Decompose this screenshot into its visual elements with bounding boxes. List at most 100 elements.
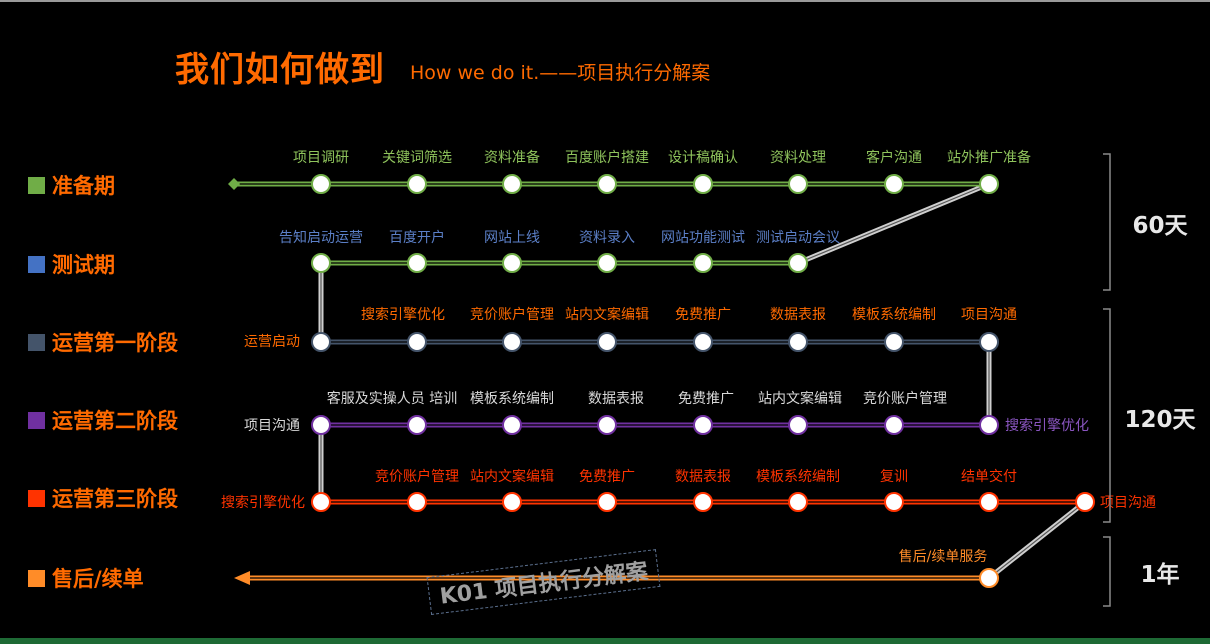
step-label: 模板系统编制: [470, 391, 554, 407]
ops3-swatch-icon: [28, 489, 45, 507]
phase-label: 运营第一阶段: [52, 331, 178, 355]
duration-label: 60天: [1132, 213, 1188, 239]
step-label: 模板系统编制: [852, 307, 936, 323]
step-label: 网站上线: [484, 230, 540, 246]
step-node: [407, 332, 427, 352]
step-node: [979, 568, 999, 588]
step-node: [979, 415, 999, 435]
step-node: [597, 253, 617, 273]
bracket-120d: [1103, 308, 1111, 523]
step-label: 站内文案编辑: [470, 468, 554, 485]
step-node: [693, 332, 713, 352]
step-node: [979, 492, 999, 512]
ops1-swatch-icon: [28, 333, 45, 351]
prep-swatch-icon: [28, 176, 45, 194]
step-node: [788, 492, 808, 512]
step-label: 免费推广: [678, 391, 734, 407]
step-node: [788, 174, 808, 194]
step-node: [884, 174, 904, 194]
step-node: [407, 492, 427, 512]
phase-legend-aftersales: 售后/续单: [28, 566, 144, 591]
step-node: [693, 253, 713, 273]
step-label: 项目沟通: [961, 307, 1017, 323]
step-node: [597, 492, 617, 512]
step-label: 站外推广准备: [947, 149, 1031, 166]
phase-label: 运营第二阶段: [52, 409, 178, 433]
connector-prep-test-inner: [797, 183, 990, 264]
step-node: [788, 332, 808, 352]
step-label: 结单交付: [961, 468, 1017, 485]
arrow-left-icon: [234, 571, 250, 585]
phase-label: 测试期: [52, 253, 115, 277]
step-label: 数据表报: [588, 391, 644, 407]
step-node: [693, 415, 713, 435]
step-label: 项目调研: [293, 150, 349, 166]
step-node: [788, 415, 808, 435]
phase-legend-test: 测试期: [28, 252, 115, 277]
step-label: 复训: [880, 468, 908, 485]
bracket-60d: [1103, 153, 1111, 291]
step-node: [502, 492, 522, 512]
step-node: [693, 492, 713, 512]
step-node: [693, 174, 713, 194]
step-label: 竞价账户管理: [470, 306, 554, 323]
step-node: [979, 332, 999, 352]
step-node: [884, 415, 904, 435]
step-node: [311, 492, 331, 512]
phase-legend-ops2: 运营第二阶段: [28, 408, 178, 433]
step-node: [979, 174, 999, 194]
step-node: [1075, 492, 1095, 512]
step-label: 站内文案编辑: [565, 306, 649, 323]
step-label: 售后/续单服务: [899, 548, 988, 565]
step-label: 免费推广: [675, 307, 731, 323]
page-title: 我们如何做到: [175, 50, 385, 90]
step-label: 资料准备: [484, 149, 540, 166]
step-label: 数据表报: [675, 469, 731, 485]
step-label: 竞价账户管理: [375, 468, 459, 485]
start-label: 项目沟通: [244, 418, 300, 434]
step-node: [407, 415, 427, 435]
step-node: [311, 174, 331, 194]
step-node: [502, 332, 522, 352]
step-label: 模板系统编制: [756, 469, 840, 485]
step-label: 站内文案编辑: [758, 390, 842, 407]
step-label: 设计稿确认: [668, 150, 738, 166]
aftersales-swatch-icon: [28, 569, 45, 587]
phase-legend-ops1: 运营第一阶段: [28, 330, 178, 355]
step-node: [311, 332, 331, 352]
bottom-border: [0, 638, 1210, 644]
test-swatch-icon: [28, 255, 45, 273]
ops2-swatch-icon: [28, 411, 45, 429]
step-label: 百度开户: [389, 229, 445, 246]
step-node: [407, 174, 427, 194]
step-label: 网站功能测试: [661, 230, 745, 246]
step-label: 竞价账户管理: [863, 390, 947, 407]
top-border: [0, 0, 1210, 2]
step-node: [884, 492, 904, 512]
step-label: 资料录入: [579, 230, 635, 246]
duration-label: 120天: [1124, 407, 1196, 433]
phase-label: 准备期: [52, 174, 115, 198]
step-node: [407, 253, 427, 273]
step-label: 客户沟通: [866, 149, 922, 166]
step-node: [311, 253, 331, 273]
step-label: 关键词筛选: [382, 150, 452, 166]
bracket-1y: [1103, 536, 1111, 607]
step-node: [502, 174, 522, 194]
step-label: 测试启动会议: [756, 230, 840, 246]
step-label: 告知启动运营: [279, 229, 363, 246]
step-node: [311, 415, 331, 435]
connector-ops3-aftersales-inner: [988, 501, 1086, 579]
phase-legend-ops3: 运营第三阶段: [28, 486, 178, 511]
step-node: [597, 174, 617, 194]
step-node: [597, 332, 617, 352]
diamond-start-icon: [228, 178, 240, 190]
step-node: [788, 253, 808, 273]
duration-label: 1年: [1140, 561, 1179, 588]
start-label: 运营启动: [244, 334, 300, 350]
page-subtitle: How we do it.——项目执行分解案: [410, 62, 711, 84]
step-label: 客服及实操人员 培训: [327, 390, 457, 407]
step-label: 资料处理: [770, 150, 826, 166]
step-label: 数据表报: [770, 307, 826, 323]
